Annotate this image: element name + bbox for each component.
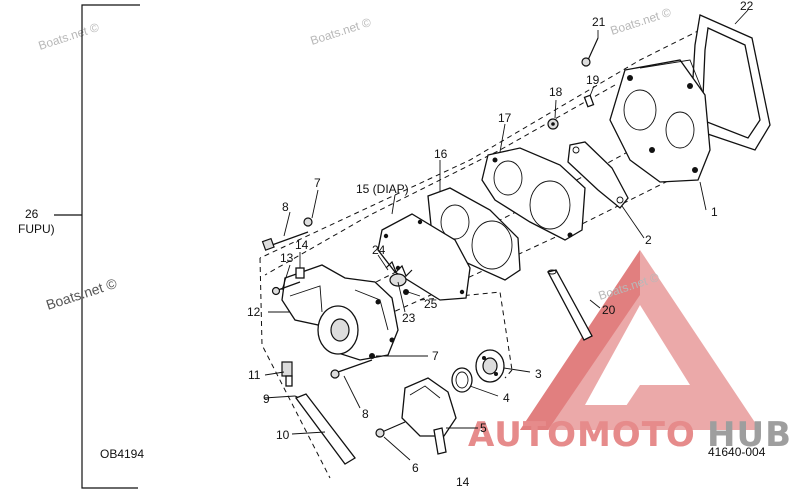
callout-6: 6 (412, 461, 419, 475)
logo-text-hub: HUB (707, 415, 792, 455)
callout-13: 13 (280, 251, 294, 265)
callout-15: 15 (DIAP) (356, 182, 409, 196)
callout-23: 23 (402, 311, 416, 325)
callout-2: 2 (645, 233, 652, 247)
assembly-bracket (54, 4, 140, 489)
bolt-8-lower (330, 359, 373, 379)
assembly-name: FUPU) (18, 222, 55, 236)
callout-9: 9 (263, 392, 270, 406)
logo-text-automoto: AUTOMOTO (468, 415, 696, 455)
callout-17: 17 (498, 111, 512, 125)
callout-4: 4 (503, 391, 510, 405)
callout-20: 20 (602, 303, 616, 317)
washer-7-upper (303, 217, 313, 227)
hose-10 (294, 393, 356, 465)
leader-lines (263, 9, 749, 461)
callout-3: 3 (535, 367, 542, 381)
logo-triangle-icon (520, 250, 760, 430)
callout-5: 5 (480, 421, 487, 435)
callout-7-upper: 7 (314, 176, 321, 190)
callout-1: 1 (711, 205, 718, 219)
callout-19: 19 (586, 73, 600, 87)
spring-24 (385, 260, 413, 287)
watermark: Boats.net © (309, 15, 373, 48)
callout-21: 21 (592, 15, 606, 29)
pump-cover-1 (609, 59, 711, 183)
filter-cap-5 (401, 377, 457, 455)
callout-14-upper: 14 (295, 238, 309, 252)
callout-18: 18 (549, 85, 563, 99)
watermark: Boats.net © (37, 20, 101, 53)
washer-25 (403, 289, 409, 295)
diaphragm-15 (377, 213, 471, 301)
pin-19 (583, 94, 595, 108)
gasket-22 (689, 14, 771, 151)
gasket-ring-4 (451, 367, 473, 393)
screw-21 (581, 37, 599, 67)
automotohub-logo: AUTOMOTO HUB (468, 250, 792, 455)
callout-10: 10 (276, 428, 290, 442)
bolt-8-upper (261, 231, 309, 251)
callouts: 22 21 19 18 17 16 15 (DIAP) 1 2 20 7 8 1… (247, 0, 754, 489)
callout-24: 24 (372, 243, 386, 257)
filter-3 (475, 349, 505, 383)
bolt-13 (271, 281, 301, 296)
callout-22: 22 (740, 0, 754, 13)
diagram-code-right: 41640-004 (708, 445, 766, 459)
pump-housing-12 (281, 264, 399, 361)
callout-8-lower: 8 (362, 407, 369, 421)
callout-12: 12 (247, 305, 261, 319)
callout-25: 25 (424, 297, 438, 311)
nut-18 (547, 118, 559, 130)
washer-7-lower (369, 353, 375, 359)
fitting-14 (295, 267, 305, 279)
watermark: Boats.net © (609, 5, 673, 38)
callout-7-lower: 7 (432, 349, 439, 363)
callout-16: 16 (434, 147, 448, 161)
screw-6 (375, 421, 406, 438)
assembly-number: 26 (25, 207, 39, 221)
callout-11: 11 (248, 368, 261, 382)
callout-8-upper: 8 (282, 200, 289, 214)
hose-20 (547, 269, 593, 341)
pump-body-17 (481, 147, 586, 241)
plate-2 (567, 141, 629, 209)
fitting-11 (281, 361, 293, 387)
diagram-code-left: OB4194 (100, 447, 144, 461)
callout-14-lower: 14 (456, 475, 470, 489)
